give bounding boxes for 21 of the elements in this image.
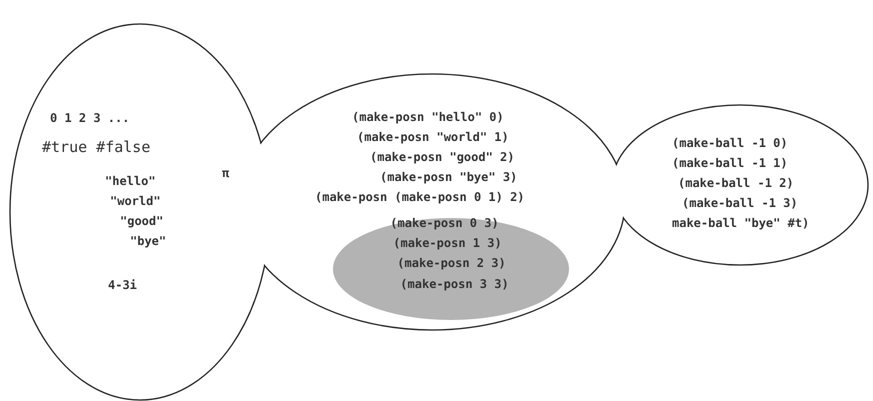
value-text: (make-posn "bye" 3) [380,170,518,184]
value-text: (make-ball -1 0) [672,136,788,150]
value-text: (make-ball -1 2) [678,176,794,190]
value-text: (make-posn "hello" 0) [352,110,504,124]
value-text: (make-posn (make-posn 0 1) 2) [315,190,525,204]
value-text: (make-ball -1 3) [682,196,798,210]
value-text: "hello" [105,174,156,188]
value-text: "good" [120,214,164,228]
value-text: (make-posn "world" 1) [357,130,509,144]
value-text: (make-ball -1 1) [672,156,788,170]
value-text: (make-posn 2 3) [397,256,506,270]
value-text: "bye" [130,234,166,248]
value-text: make-ball "bye" #t) [672,216,810,230]
value-text: π [222,166,230,180]
value-text: 4-3i [108,278,137,292]
value-text: (make-posn "good" 2) [370,150,514,164]
value-text: 0 1 2 3 ... [50,111,130,125]
value-text: "world" [110,194,161,208]
value-text: #true #false [42,138,150,156]
value-text: (make-posn 3 3) [400,276,509,291]
value-text: (make-posn 1 3) [393,236,502,250]
